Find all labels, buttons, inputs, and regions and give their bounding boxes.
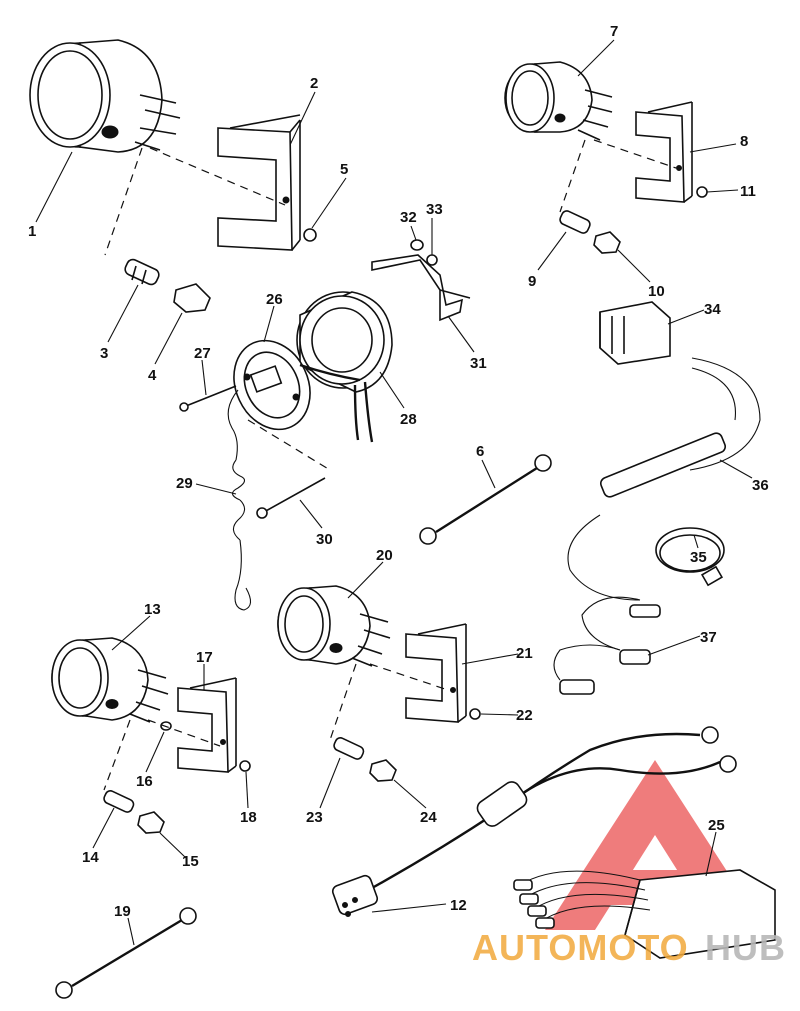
clamp-35 [655,527,725,587]
watermark-word-b: HUB [705,927,786,968]
harness-12 [331,726,737,917]
nut-33 [426,254,438,266]
callout-3: 3 [100,345,108,362]
callout-9: 9 [528,273,536,290]
callout-11: 11 [740,183,756,200]
callout-17: 17 [196,649,213,666]
bracket-2 [217,114,301,251]
nut-18 [239,760,251,772]
callout-18: 18 [240,809,257,826]
callout-27: 27 [194,345,211,362]
gauge-1 [29,39,181,153]
lanyard-29 [227,389,252,611]
callout-1: 1 [28,223,36,240]
nut-22 [469,708,481,720]
bracket-31 [371,254,471,322]
gauge-7 [504,61,613,141]
connector-23 [333,737,365,760]
callout-5: 5 [340,161,348,178]
callout-24: 24 [420,809,437,826]
screw-30 [256,477,326,519]
callout-2: 2 [310,75,318,92]
gauge-20 [277,585,391,667]
connector-37 [553,596,661,695]
callout-30: 30 [316,531,333,548]
bracket-17 [177,677,237,773]
callout-34: 34 [704,301,721,318]
callout-16: 16 [136,773,153,790]
connector-9 [559,210,591,234]
callout-36: 36 [752,477,769,494]
connector-14 [103,790,135,813]
boot-24 [369,759,397,782]
callout-23: 23 [306,809,323,826]
callout-19: 19 [114,903,131,920]
callout-8: 8 [740,133,748,150]
callout-15: 15 [182,853,199,870]
nut-5 [303,228,317,242]
callout-28: 28 [400,411,417,428]
nut-11 [696,186,708,198]
callout-12: 12 [450,897,467,914]
callout-37: 37 [700,629,717,646]
callout-33: 33 [426,201,443,218]
boot-4 [173,283,211,313]
connector-3 [124,258,160,286]
strap-6 [419,454,552,545]
callout-14: 14 [82,849,99,866]
callout-labels: 1 2 3 4 5 6 7 8 9 10 11 12 13 14 15 16 1… [28,23,769,920]
callout-22: 22 [516,707,533,724]
callout-29: 29 [176,475,193,492]
bezel-26 [233,339,374,443]
callout-10: 10 [648,283,665,300]
bracket-21 [405,623,467,723]
washer-32 [410,239,424,251]
callout-21: 21 [516,645,533,662]
callout-31: 31 [470,355,487,372]
boot-10 [593,231,621,254]
gauge-13 [51,637,169,723]
bracket-8 [635,101,693,203]
callout-32: 32 [400,209,417,226]
callout-25: 25 [708,817,725,834]
screw-27 [179,385,237,412]
watermark-word-a: AUTOMOTO [472,927,689,968]
module-25 [513,869,776,959]
housing-28 [296,291,393,393]
callout-35: 35 [690,549,707,566]
leader-lines [35,39,753,946]
callout-7: 7 [610,23,618,40]
callout-20: 20 [376,547,393,564]
callout-13: 13 [144,601,161,618]
boot-15 [137,811,165,834]
callout-4: 4 [148,367,157,384]
strap-19 [55,907,197,999]
callout-26: 26 [266,291,283,308]
bracket-34 [599,301,671,365]
callout-6: 6 [476,443,484,460]
